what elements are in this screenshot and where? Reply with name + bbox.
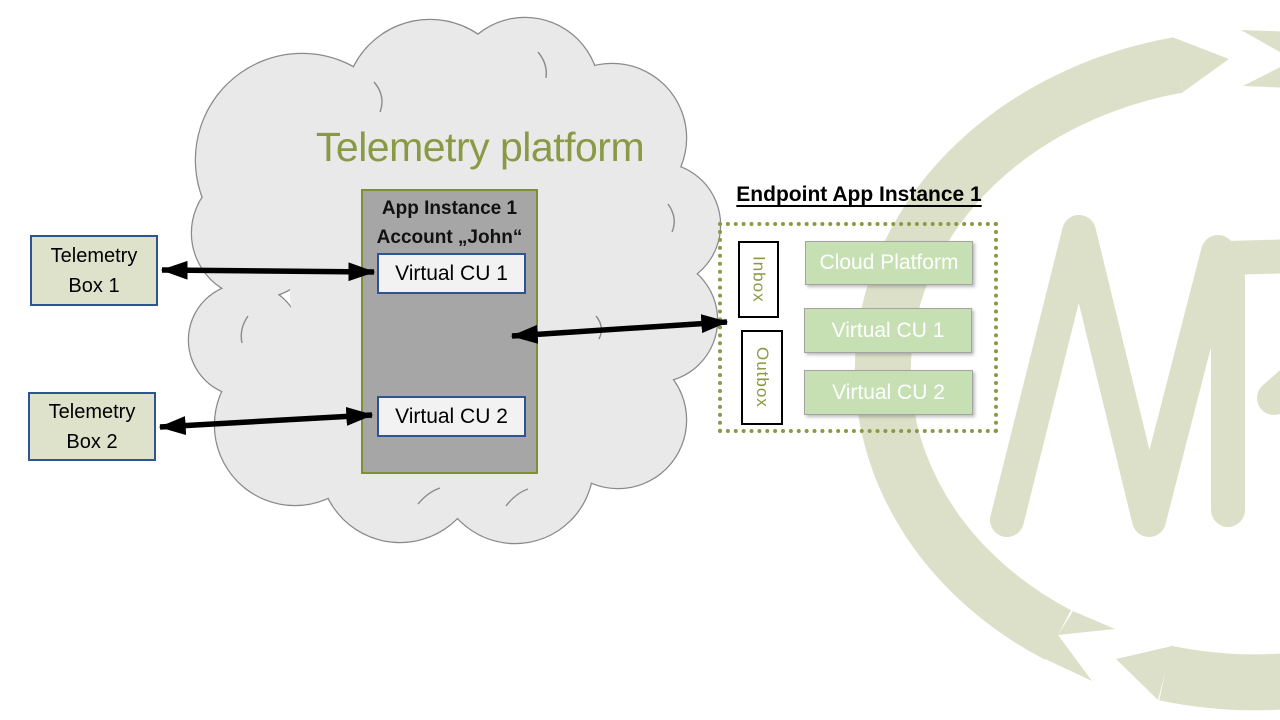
virtual-cu-1-box: Virtual CU 1 (377, 253, 526, 294)
endpoint-cloud-platform-label: Cloud Platform (819, 251, 959, 274)
arrow-telemetry2-vcu2 (158, 407, 374, 435)
endpoint-title: Endpoint App Instance 1 (736, 183, 982, 206)
inbox-label: Inbox (749, 256, 769, 303)
outbox-box: Outbox (741, 330, 783, 425)
endpoint-virtual-cu-2-label: Virtual CU 2 (832, 380, 945, 404)
arrow-telemetry1-vcu1 (160, 260, 376, 282)
telemetry-box-2-line1: Telemetry (48, 400, 136, 423)
app-instance-heading-line1: App Instance 1 (381, 198, 518, 219)
telemetry-box-2-line2: Box 2 (66, 430, 118, 453)
app-instance-heading: App Instance 1 Account „John“ (361, 194, 538, 252)
outbox-label: Outbox (753, 347, 772, 408)
endpoint-cloud-platform-box: Cloud Platform (805, 241, 973, 285)
cloud-platform-title: Telemetry platform (315, 124, 645, 170)
telemetry-box-1-line2: Box 1 (68, 274, 120, 297)
telemetry-box-2: Telemetry Box 2 (28, 392, 156, 461)
inbox-box: Inbox (738, 241, 779, 318)
telemetry-box-1-line1: Telemetry (50, 244, 138, 267)
endpoint-virtual-cu-1-label: Virtual CU 1 (831, 318, 945, 342)
endpoint-virtual-cu-2-box: Virtual CU 2 (804, 370, 973, 415)
arrow-appinstance-endpoint (510, 314, 729, 344)
telemetry-box-1: Telemetry Box 1 (30, 235, 158, 306)
watermark-letterform (990, 215, 1280, 537)
virtual-cu-2-label: Virtual CU 2 (395, 404, 508, 428)
virtual-cu-1-label: Virtual CU 1 (395, 261, 508, 285)
app-instance-heading-line2: Account „John“ (376, 227, 523, 248)
virtual-cu-2-box: Virtual CU 2 (377, 396, 526, 437)
endpoint-virtual-cu-1-box: Virtual CU 1 (804, 308, 972, 353)
